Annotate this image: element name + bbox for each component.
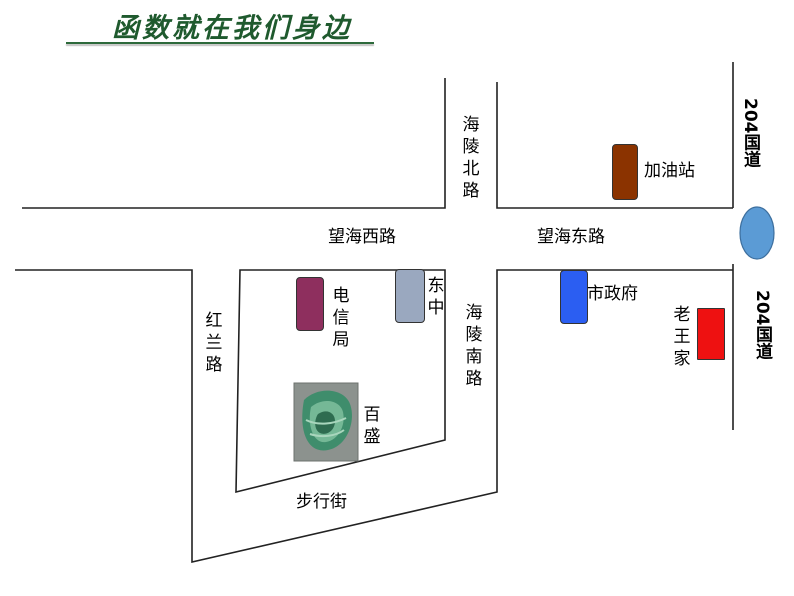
road-edge-honglan-outer — [15, 269, 733, 564]
gas-station-label: 加油站 — [644, 161, 695, 181]
city-hall-marker — [560, 270, 588, 324]
road-edge-inner-block — [235, 269, 446, 494]
road-edge-north-east-block — [496, 82, 733, 209]
dongzhong-label: 东中 — [427, 276, 445, 318]
road-label-buxing: 步行街 — [296, 492, 347, 512]
title-underline — [66, 42, 374, 44]
road-label-hailing-north: 海陵北路 — [462, 115, 480, 201]
laowang-home-marker — [697, 308, 725, 360]
road-label-204-top: 204国道 — [740, 98, 760, 168]
road-label-wanghai-west: 望海西路 — [328, 227, 396, 247]
baisheng-label: 百盛 — [363, 405, 381, 447]
road-label-honglan: 红兰路 — [205, 311, 223, 375]
dongzhong-marker — [395, 269, 425, 323]
road-label-204-bottom: 204国道 — [752, 290, 772, 360]
road-edge-north-west-block — [22, 78, 446, 209]
gas-station-marker — [612, 144, 638, 200]
city-hall-label: 市政府 — [587, 284, 638, 304]
page-title: 函数就在我们身边 — [112, 13, 352, 44]
road-label-hailing-south: 海陵南路 — [465, 303, 483, 389]
roundabout-marker — [739, 206, 775, 260]
baisheng-picture — [293, 382, 359, 462]
laowang-home-label: 老王家 — [673, 305, 691, 369]
telecom-marker — [296, 277, 324, 331]
telecom-label: 电信局 — [332, 286, 350, 350]
road-label-wanghai-east: 望海东路 — [537, 227, 605, 247]
